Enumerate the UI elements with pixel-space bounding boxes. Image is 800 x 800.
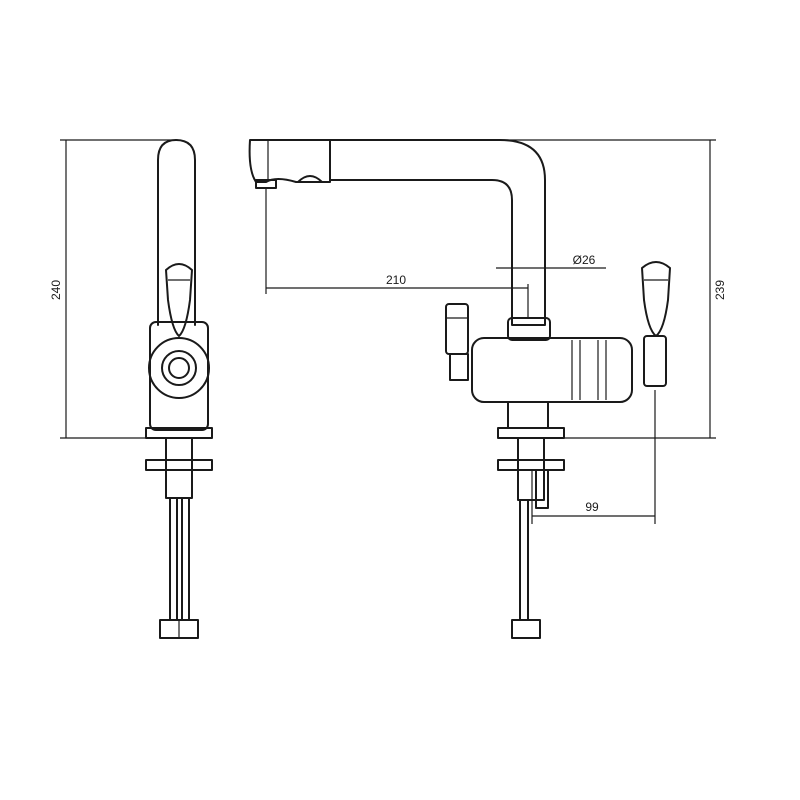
side-view-cartridge-outer — [148, 337, 210, 399]
front-view-washer — [497, 459, 565, 471]
dim-26-label: Ø26 — [573, 253, 596, 267]
front-view-base — [497, 427, 565, 439]
dim-239-label: 239 — [713, 280, 727, 300]
front-view-spout-head — [248, 139, 331, 183]
front-view-right-handle — [641, 261, 671, 337]
front-view-left-valve — [445, 303, 469, 355]
front-view-body — [471, 337, 633, 403]
front-view-collar — [507, 317, 551, 341]
side-view-handle — [165, 263, 193, 337]
front-view: 210 Ø26 239 99 — [248, 139, 727, 639]
front-view-left-valve-stem — [449, 353, 469, 381]
dim-99-label: 99 — [585, 500, 599, 514]
dim-240-label: 240 — [49, 280, 63, 300]
front-view-neck — [507, 401, 549, 429]
side-view-washer — [145, 459, 213, 471]
dim-210-label: 210 — [386, 273, 406, 287]
side-view-shank — [165, 437, 193, 499]
front-view-nut — [511, 619, 541, 639]
front-view-spray-button — [297, 175, 323, 183]
front-view-small-tube — [535, 469, 549, 509]
side-view-cartridge-inner — [168, 357, 190, 379]
side-view-cartridge-mid — [161, 350, 197, 386]
front-view-handle-stem — [643, 335, 667, 387]
front-view-spout-arm — [329, 139, 546, 326]
side-view: 240 — [49, 139, 213, 639]
